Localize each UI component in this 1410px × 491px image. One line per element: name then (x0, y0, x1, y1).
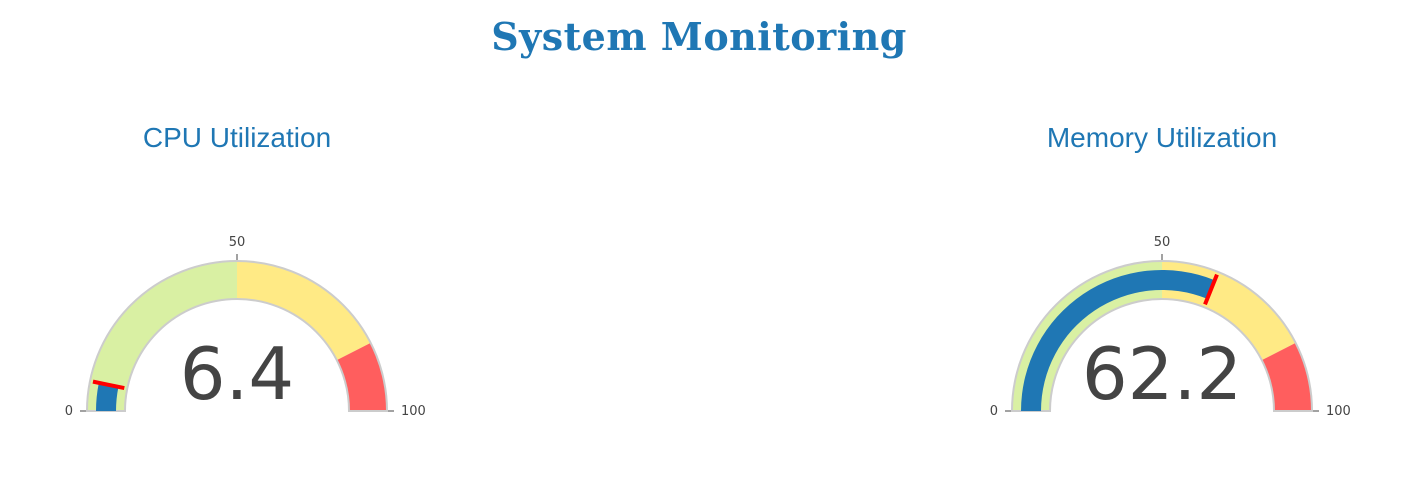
gauge-value-number: 62.2 (1082, 332, 1242, 416)
memory-gauge-title: Memory Utilization (1046, 122, 1278, 153)
gauge-step-band (237, 261, 371, 361)
cpu-gauge-title: CPU Utilization (142, 122, 332, 153)
memory-gauge: 0 50 100 62.2 (990, 235, 1351, 419)
gauge-tick-label: 100 (401, 404, 426, 419)
gauge-step-band (1261, 342, 1312, 411)
gauge-tick-label: 0 (990, 404, 998, 419)
gauge-border (85, 260, 389, 412)
gauge-threshold-line (92, 379, 125, 390)
gauge-border (1010, 260, 1314, 412)
gauge-value-bar (96, 382, 119, 411)
cpu-gauge: 0 50 100 6.4 (65, 235, 426, 419)
gauge-step-band (87, 261, 237, 411)
gauge-step-band (336, 342, 388, 411)
gauge-value-bar (1021, 269, 1215, 411)
gauge-tick-label: 0 (65, 404, 73, 419)
gauge-tick-label: 50 (1154, 235, 1171, 250)
gauge-step-band (1012, 261, 1162, 411)
gauge-value-number: 6.4 (180, 332, 295, 416)
gauge-threshold-line (1203, 273, 1219, 306)
page-title: System Monitoring (491, 14, 907, 59)
gauge-tick-label: 50 (229, 235, 246, 250)
gauge-tick-label: 100 (1326, 404, 1351, 419)
